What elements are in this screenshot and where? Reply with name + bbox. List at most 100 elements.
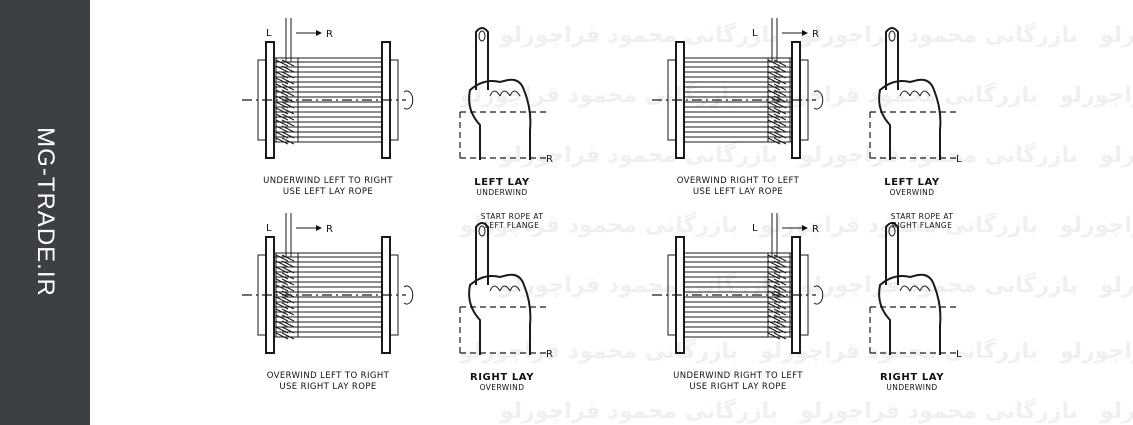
rope-wrap <box>275 71 295 79</box>
rope-wrap <box>275 332 295 340</box>
rope-wrap <box>767 314 787 322</box>
rope-wrap-band <box>767 57 791 143</box>
finger-curl <box>919 90 931 97</box>
watermark-text: بازرگانی محمود قراچورلو <box>459 337 738 364</box>
finger-curl <box>899 285 911 292</box>
start-rope-line-2: RIGHT FLANGE <box>892 221 953 230</box>
finger-curl <box>899 90 911 97</box>
rope-wrap <box>275 137 295 145</box>
caption-line-1: OVERWIND RIGHT TO LEFT <box>677 176 800 186</box>
rope-lead <box>771 213 778 257</box>
rope-wraps <box>275 59 295 145</box>
thumb <box>885 27 899 90</box>
caption-line-1: OVERWIND LEFT TO RIGHT <box>267 371 390 381</box>
rope-wrap <box>767 137 787 145</box>
rope-wrap <box>275 113 295 121</box>
caption-line-2: USE RIGHT LAY ROPE <box>279 382 376 392</box>
hand-outline <box>878 78 942 160</box>
finger-curl <box>919 285 931 292</box>
rope-wrap <box>275 77 295 85</box>
start-rope-line-2: LEFT FLANGE <box>485 221 539 230</box>
rope-wrap <box>767 113 787 121</box>
watermark-text: بازرگانی محمود قراچورلو <box>1099 141 1133 168</box>
watermark-text: بازرگانی محمود قراچورلو <box>459 211 738 238</box>
rope-wrap <box>767 260 787 268</box>
lay-label: LEFT LAY <box>474 177 530 188</box>
thumbnail <box>478 30 486 42</box>
watermark-text: بازرگانی محمود قراچورلو <box>799 397 1078 424</box>
watermark-text: بازرگانی محمود قراچورلو <box>1099 271 1133 298</box>
rope-wrap <box>767 332 787 340</box>
rope-wrap <box>275 89 295 97</box>
start-rope-line-1: START ROPE AT <box>481 212 544 221</box>
rope-wrap <box>767 320 787 328</box>
hand-marker-label: L <box>956 349 962 360</box>
rope-wrap <box>275 326 295 334</box>
rope-wrap <box>767 119 787 127</box>
site-brand: MG-TRADE.IR <box>32 127 59 297</box>
watermark-text: بازرگانی محمود قراچورلو <box>1099 397 1133 424</box>
rope-wrap <box>767 278 787 286</box>
sidebar: MG-TRADE.IR <box>0 0 90 425</box>
hand-marker-label: L <box>956 154 962 165</box>
rope-wrap <box>275 314 295 322</box>
rope-wrap <box>275 131 295 139</box>
rope-wrap <box>767 89 787 97</box>
diagram-area: بازرگانی محمود قراچورلو بازرگانی محمود قر… <box>90 0 1133 425</box>
rope-wrap <box>767 131 787 139</box>
rotation-arrow <box>403 90 414 110</box>
finger-curl <box>499 285 511 292</box>
right-direction-label: R <box>812 224 819 235</box>
finger-curl <box>509 285 521 292</box>
rope-lead <box>285 18 292 62</box>
thumbnail <box>888 225 896 237</box>
hand-figure <box>878 27 942 160</box>
rope-wrap <box>767 107 787 115</box>
rope-wrap <box>275 272 295 280</box>
rope-wrap <box>275 308 295 316</box>
lay-label: RIGHT LAY <box>880 372 944 383</box>
spool-drum <box>683 252 793 338</box>
watermark-text: بازرگانی محمود قراچورلو <box>799 21 1078 48</box>
rope-wrap <box>767 71 787 79</box>
watermark-text: بازرگانی محمود قراچورلو <box>499 397 778 424</box>
rope-wrap <box>275 278 295 286</box>
rotation-arrow <box>813 285 824 305</box>
hand-figure <box>878 222 942 355</box>
watermark-text: بازرگانی محمود قراچورلو <box>759 337 1038 364</box>
caption-line-2: USE LEFT LAY ROPE <box>693 187 783 197</box>
rope-wrap <box>767 77 787 85</box>
rope-wraps <box>275 254 295 340</box>
rope-lead <box>285 213 292 257</box>
watermark-text: بازرگانی محمود قراچورلو <box>459 81 738 108</box>
hand-outline <box>468 273 532 355</box>
watermark-text: بازرگانی محمود قراچورلو <box>1059 81 1133 108</box>
left-direction-label: L <box>752 223 758 234</box>
hand-figure <box>468 222 532 355</box>
rope-wrap <box>275 266 295 274</box>
rope-wrap <box>275 302 295 310</box>
wind-label: UNDERWIND <box>886 383 937 392</box>
rope-wrap <box>767 65 787 73</box>
hand-marker-label: R <box>546 349 553 360</box>
watermark-text: بازرگانی محمود قراچورلو <box>1099 21 1133 48</box>
finger-curl <box>489 285 501 292</box>
rope-wrap <box>767 308 787 316</box>
watermark-text: بازرگانی محمود قراچورلو <box>499 141 778 168</box>
rope-wrap <box>767 83 787 91</box>
rope-wrap <box>275 59 295 67</box>
finger-curl <box>499 90 511 97</box>
rope-wrap <box>767 284 787 292</box>
finger-curl <box>909 90 921 97</box>
hand-marker-label: R <box>546 154 553 165</box>
rope-wrap <box>275 296 295 304</box>
hand-outline <box>468 78 532 160</box>
thumbnail <box>478 225 486 237</box>
thumbnail <box>888 30 896 42</box>
rotation-arrow <box>403 285 414 305</box>
start-rope-line-1: START ROPE AT <box>891 212 954 221</box>
rope-wraps <box>767 254 787 340</box>
